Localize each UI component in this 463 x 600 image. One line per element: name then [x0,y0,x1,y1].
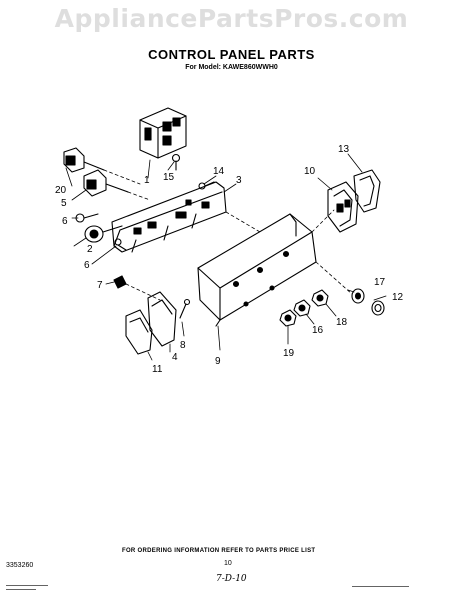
washer-17 [351,288,365,304]
callout-9: 9 [215,356,221,367]
clip-7 [113,275,127,289]
callout-18: 18 [336,317,348,328]
callout-5: 5 [61,198,67,209]
callout-2: 2 [87,244,93,255]
fine-print-left: ▬▬▬▬▬▬▬▬▬▬▬▬▬▬▬▬▬▬▬▬▬▬▬▬ [6,583,48,591]
end-bracket-10 [327,181,359,233]
callout-17: 17 [374,277,386,288]
callout-6-upper: 6 [62,216,68,227]
rotary-switch-5 [83,169,129,197]
knob-16 [293,299,311,317]
page-title: CONTROL PANEL PARTS [148,47,315,62]
callout-8: 8 [180,340,186,351]
callout-1: 1 [144,175,150,186]
cap-12 [371,300,385,316]
callout-6-lower: 6 [84,260,90,271]
fine-print-right: ▬▬▬▬▬▬▬▬▬▬▬▬▬▬▬▬▬▬▬ [352,584,409,588]
callout-15: 15 [163,172,175,183]
leader-lines [65,153,387,361]
knob-18 [311,289,329,307]
screw-8 [179,298,191,319]
callout-4: 4 [172,352,178,363]
screw-15 [171,153,181,171]
rotary-switch-20 [63,147,105,173]
console-panel-9 [197,213,317,327]
callout-3: 3 [236,175,242,186]
knob-19 [279,309,297,327]
callout-20: 20 [55,185,67,196]
alignment-lines [103,169,353,301]
timer-switch-part [139,107,187,159]
model-subtitle: For Model: KAWE860WWH0 [185,64,278,71]
watermark: AppliancePartsPros.com [54,4,409,33]
screw-14 [198,181,215,190]
callout-14: 14 [213,166,225,177]
callout-13: 13 [338,144,350,155]
callout-16: 16 [312,325,324,336]
callout-7: 7 [97,280,103,291]
document-part-number: 3353260 [6,562,34,569]
ordering-note: FOR ORDERING INFORMATION REFER TO PARTS … [122,548,316,554]
callout-11: 11 [152,364,163,375]
knob-6-upper [75,213,99,223]
callout-19: 19 [283,348,295,359]
date-code: 7-D-10 [216,574,247,584]
end-cap-11 [125,309,153,355]
page-number: 10 [224,560,232,567]
end-cap-13 [353,169,381,213]
callout-10: 10 [304,166,316,177]
callout-12: 12 [392,292,404,303]
end-bracket-4 [147,291,177,347]
callout-labels: 1 2 3 4 5 6 6 7 8 9 10 11 12 13 14 15 16… [55,144,404,375]
